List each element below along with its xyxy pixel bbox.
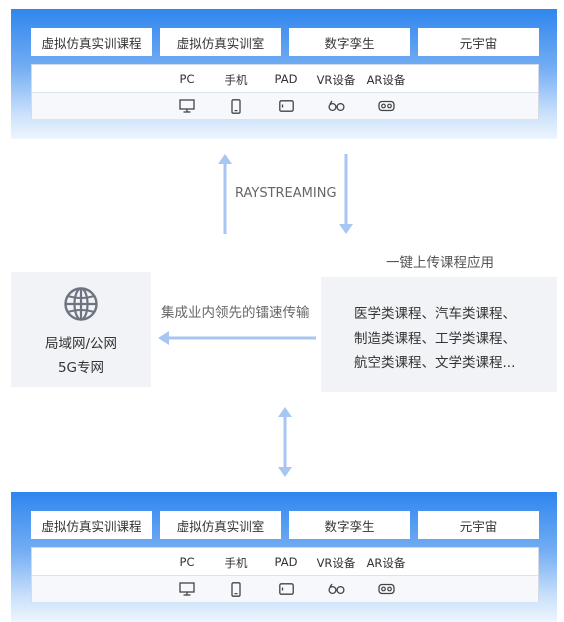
- up-arrow: [218, 154, 232, 234]
- device-label-pc: PC: [179, 72, 195, 86]
- category-digital-twin[interactable]: 数字孪生: [289, 511, 410, 539]
- bidirectional-arrow: [278, 407, 292, 477]
- network-box: 局域网/公网 5G专网: [11, 272, 151, 387]
- device-icon-row: [32, 92, 538, 119]
- device-label-phone: 手机: [224, 556, 248, 570]
- category-virtual-lab[interactable]: 虚拟仿真实训室: [160, 28, 281, 56]
- device-label-row: PC 手机 PAD VR设备 AR设备: [32, 548, 538, 575]
- upload-label: 一键上传课程应用: [386, 255, 494, 271]
- device-label-vr: VR设备: [316, 73, 356, 87]
- course-line: 制造类课程、工学类课程、: [354, 331, 516, 347]
- device-list: PC 手机 PAD VR设备 AR设备: [31, 64, 539, 119]
- network-5g-label: 5G专网: [57, 360, 105, 376]
- category-metaverse[interactable]: 元宇宙: [418, 511, 539, 539]
- device-label-ar: AR设备: [366, 556, 406, 570]
- vr-glasses-icon: [314, 98, 358, 114]
- category-virtual-course[interactable]: 虚拟仿真实训课程: [31, 28, 152, 56]
- device-icon-row: [32, 575, 538, 602]
- device-label-ar: AR设备: [366, 73, 406, 87]
- device-label-pad: PAD: [274, 72, 298, 86]
- category-digital-twin[interactable]: 数字孪生: [289, 28, 410, 56]
- course-line: 航空类课程、文学类课程...: [354, 355, 516, 371]
- category-virtual-course[interactable]: 虚拟仿真实训课程: [31, 511, 152, 539]
- down-arrow: [339, 154, 353, 234]
- left-arrow: [158, 331, 316, 345]
- top-platform-panel: 虚拟仿真实训课程 虚拟仿真实训室 数字孪生 元宇宙 PC 手机 PAD VR设备…: [11, 9, 557, 139]
- bottom-platform-panel: 虚拟仿真实训课程 虚拟仿真实训室 数字孪生 元宇宙 PC 手机 PAD VR设备…: [11, 492, 557, 622]
- transfer-label: 集成业内领先的镭速传输: [161, 305, 310, 321]
- device-list: PC 手机 PAD VR设备 AR设备: [31, 547, 539, 602]
- network-lan-wan-label: 局域网/公网: [44, 336, 118, 352]
- device-label-pad: PAD: [274, 555, 298, 569]
- tablet-icon: [264, 581, 308, 597]
- globe-icon: [64, 287, 98, 321]
- ar-headset-icon: [364, 98, 408, 114]
- device-label-row: PC 手机 PAD VR设备 AR设备: [32, 65, 538, 92]
- monitor-icon: [165, 581, 209, 597]
- course-box: 医学类课程、汽车类课程、 制造类课程、工学类课程、 航空类课程、文学类课程...: [321, 277, 557, 392]
- phone-icon: [214, 581, 258, 597]
- phone-icon: [214, 98, 258, 114]
- course-line: 医学类课程、汽车类课程、: [354, 306, 516, 322]
- category-virtual-lab[interactable]: 虚拟仿真实训室: [160, 511, 281, 539]
- streaming-label: RAYSTREAMING: [235, 186, 337, 201]
- category-metaverse[interactable]: 元宇宙: [418, 28, 539, 56]
- device-label-phone: 手机: [224, 73, 248, 87]
- tablet-icon: [264, 98, 308, 114]
- device-label-vr: VR设备: [316, 556, 356, 570]
- device-label-pc: PC: [179, 555, 195, 569]
- monitor-icon: [165, 98, 209, 114]
- vr-glasses-icon: [314, 581, 358, 597]
- ar-headset-icon: [364, 581, 408, 597]
